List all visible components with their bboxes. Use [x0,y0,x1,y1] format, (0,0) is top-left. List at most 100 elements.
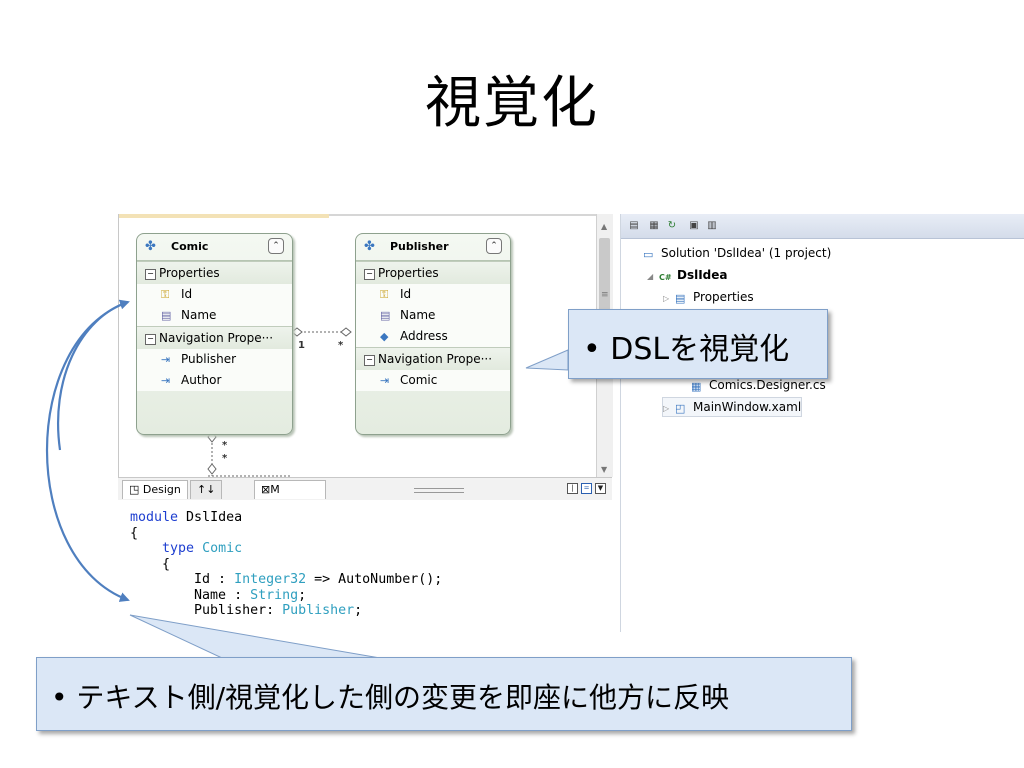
section-navigation[interactable]: −Navigation Prope··· [356,347,510,370]
entity-name: Comic [171,240,209,253]
code-token: ; [298,587,307,603]
section-toggle-icon[interactable]: − [364,355,375,366]
property-row[interactable]: ◆ Address [356,326,510,347]
property-row[interactable]: ⚿Id [356,284,510,305]
callout-dsl-text: • DSLを視覚化 [583,332,790,367]
expander-icon[interactable]: ▷ [663,404,670,413]
code-line[interactable]: Publisher: Publisher; [130,603,612,619]
project-icon: C# [659,273,672,282]
tree-item-label: MainWindow.xaml [693,400,802,414]
code-token: type [162,541,195,556]
section-properties[interactable]: −Properties [356,261,510,284]
property-row[interactable]: ▤Name [137,305,292,326]
code-line[interactable]: { [130,526,612,542]
section-navigation[interactable]: −Navigation Prope··· [137,326,292,349]
callout-sync-text: • テキスト側/視覚化した側の変更を即座に他方に反映 [51,681,730,714]
scroll-up-icon[interactable]: ▲ [601,222,608,231]
multiplicity-many-b: * [222,453,228,464]
design-view-icon: ◳ [129,483,140,496]
splitter-icon[interactable]: ≡ [601,290,609,300]
tab-label: Design [142,483,181,496]
code-line[interactable]: type Comic [130,541,612,557]
designer-top-border [329,214,599,216]
code-token: { [130,556,171,572]
code-token: module [130,510,179,525]
code-line[interactable]: { [130,557,612,573]
navigation-row[interactable]: ⇥Comic [356,370,510,391]
tree-item[interactable]: ◢C#DslIdea [647,266,728,284]
scrollbar-thumb[interactable] [599,238,610,326]
slide-title: 視覚化 [425,71,599,136]
navigation-label: Publisher [181,352,237,366]
multiplicity-one: 1 [298,340,305,351]
section-toggle-icon[interactable]: − [145,334,156,345]
solution-icon: ▭ [643,248,654,261]
folder-icon: ▤ [675,292,686,305]
property-label: Address [400,329,448,343]
collapse-pane-icon[interactable]: ▼ [595,483,606,494]
callout-sync: • テキスト側/視覚化した側の変更を即座に他方に反映 [36,657,852,731]
navigation-property-icon: ⇥ [161,353,171,366]
code-token: { [130,525,139,541]
entity-header[interactable]: ✤ Comic ⌃ [137,234,292,261]
designer-top-accent [119,214,329,218]
tree-item[interactable]: ▭Solution 'DslIdea' (1 project) [631,244,831,262]
view-designer-icon[interactable]: ▥ [707,220,717,231]
code-editor[interactable]: module DslIdea{ type Comic { Id : Intege… [118,500,612,632]
code-token: => AutoNumber(); [306,572,443,587]
code-line[interactable]: Name : String; [130,588,612,604]
section-label: Navigation Prope··· [159,331,274,345]
property-row[interactable]: ▤Name [356,305,510,326]
navigation-row[interactable]: ⇥ Publisher [137,349,292,370]
collapse-icon[interactable]: ⌃ [486,238,502,254]
section-label: Navigation Prope··· [378,352,493,366]
property-label: Id [181,287,193,301]
entity-header[interactable]: ✤ Publisher ⌃ [356,234,510,261]
section-toggle-icon[interactable]: − [364,269,375,280]
refresh-icon[interactable]: ↻ [667,220,677,231]
section-toggle-icon[interactable]: − [145,269,156,280]
expander-icon[interactable]: ◢ [647,272,654,281]
vertical-split-icon[interactable]: | [567,483,578,494]
entity-publisher[interactable]: ✤ Publisher ⌃ −Properties ⚿Id ▤Name ◆ Add… [355,233,511,435]
view-code-icon[interactable]: ▣ [689,220,699,231]
entity-type-icon: ✤ [145,239,156,254]
properties-icon[interactable]: ▤ [629,220,639,231]
expander-icon[interactable]: ▷ [663,294,670,303]
tree-item[interactable]: ▷◰MainWindow.xaml [661,397,803,417]
code-token: Id : [130,572,235,587]
code-token: Integer32 [234,572,307,587]
code-token: DslIdea [178,510,243,525]
code-token: Name : [130,587,251,603]
property-label: Id [400,287,412,301]
tab-m[interactable]: ⊠M [254,480,326,499]
entity-comic[interactable]: ✤ Comic ⌃ −Properties ⚿Id ▤Name −Navigat… [136,233,293,435]
show-all-files-icon[interactable]: ▦ [649,220,659,231]
tree-item[interactable]: ▦Comics.Designer.cs [679,376,826,394]
code-token: Publisher [282,603,355,618]
tab-swap[interactable]: ↑↓ [190,480,223,499]
tab-design[interactable]: ◳ Design [122,480,188,499]
code-line[interactable]: Id : Integer32 => AutoNumber(); [130,572,612,588]
splitter-grip[interactable] [414,488,464,493]
code-token: ; [354,603,363,618]
property-row[interactable]: ⚿ Id [137,284,292,305]
navigation-label: Author [181,373,222,387]
key-property-icon: ⚿ [161,288,170,301]
horizontal-split-icon[interactable]: = [581,483,592,494]
code-line[interactable]: module DslIdea [130,510,612,526]
view-tabs-bar: ◳ Design ↑↓ ⊠M | = ▼ [118,477,612,501]
tree-item[interactable]: ▷ ▤ Properties [663,288,754,306]
complex-property-icon: ◆ [380,330,389,343]
property-label: Name [181,308,217,322]
section-properties[interactable]: −Properties [137,261,292,284]
code-token: Publisher: [130,603,283,618]
scroll-down-icon[interactable]: ▼ [601,465,608,474]
code-token: Comic [194,541,243,556]
collapse-icon[interactable]: ⌃ [268,238,284,254]
tree-item-label: Properties [693,290,754,304]
m-view-icon: ⊠ [261,483,271,496]
navigation-row[interactable]: ⇥Author [137,370,292,391]
callout-dsl: • DSLを視覚化 [568,309,828,379]
